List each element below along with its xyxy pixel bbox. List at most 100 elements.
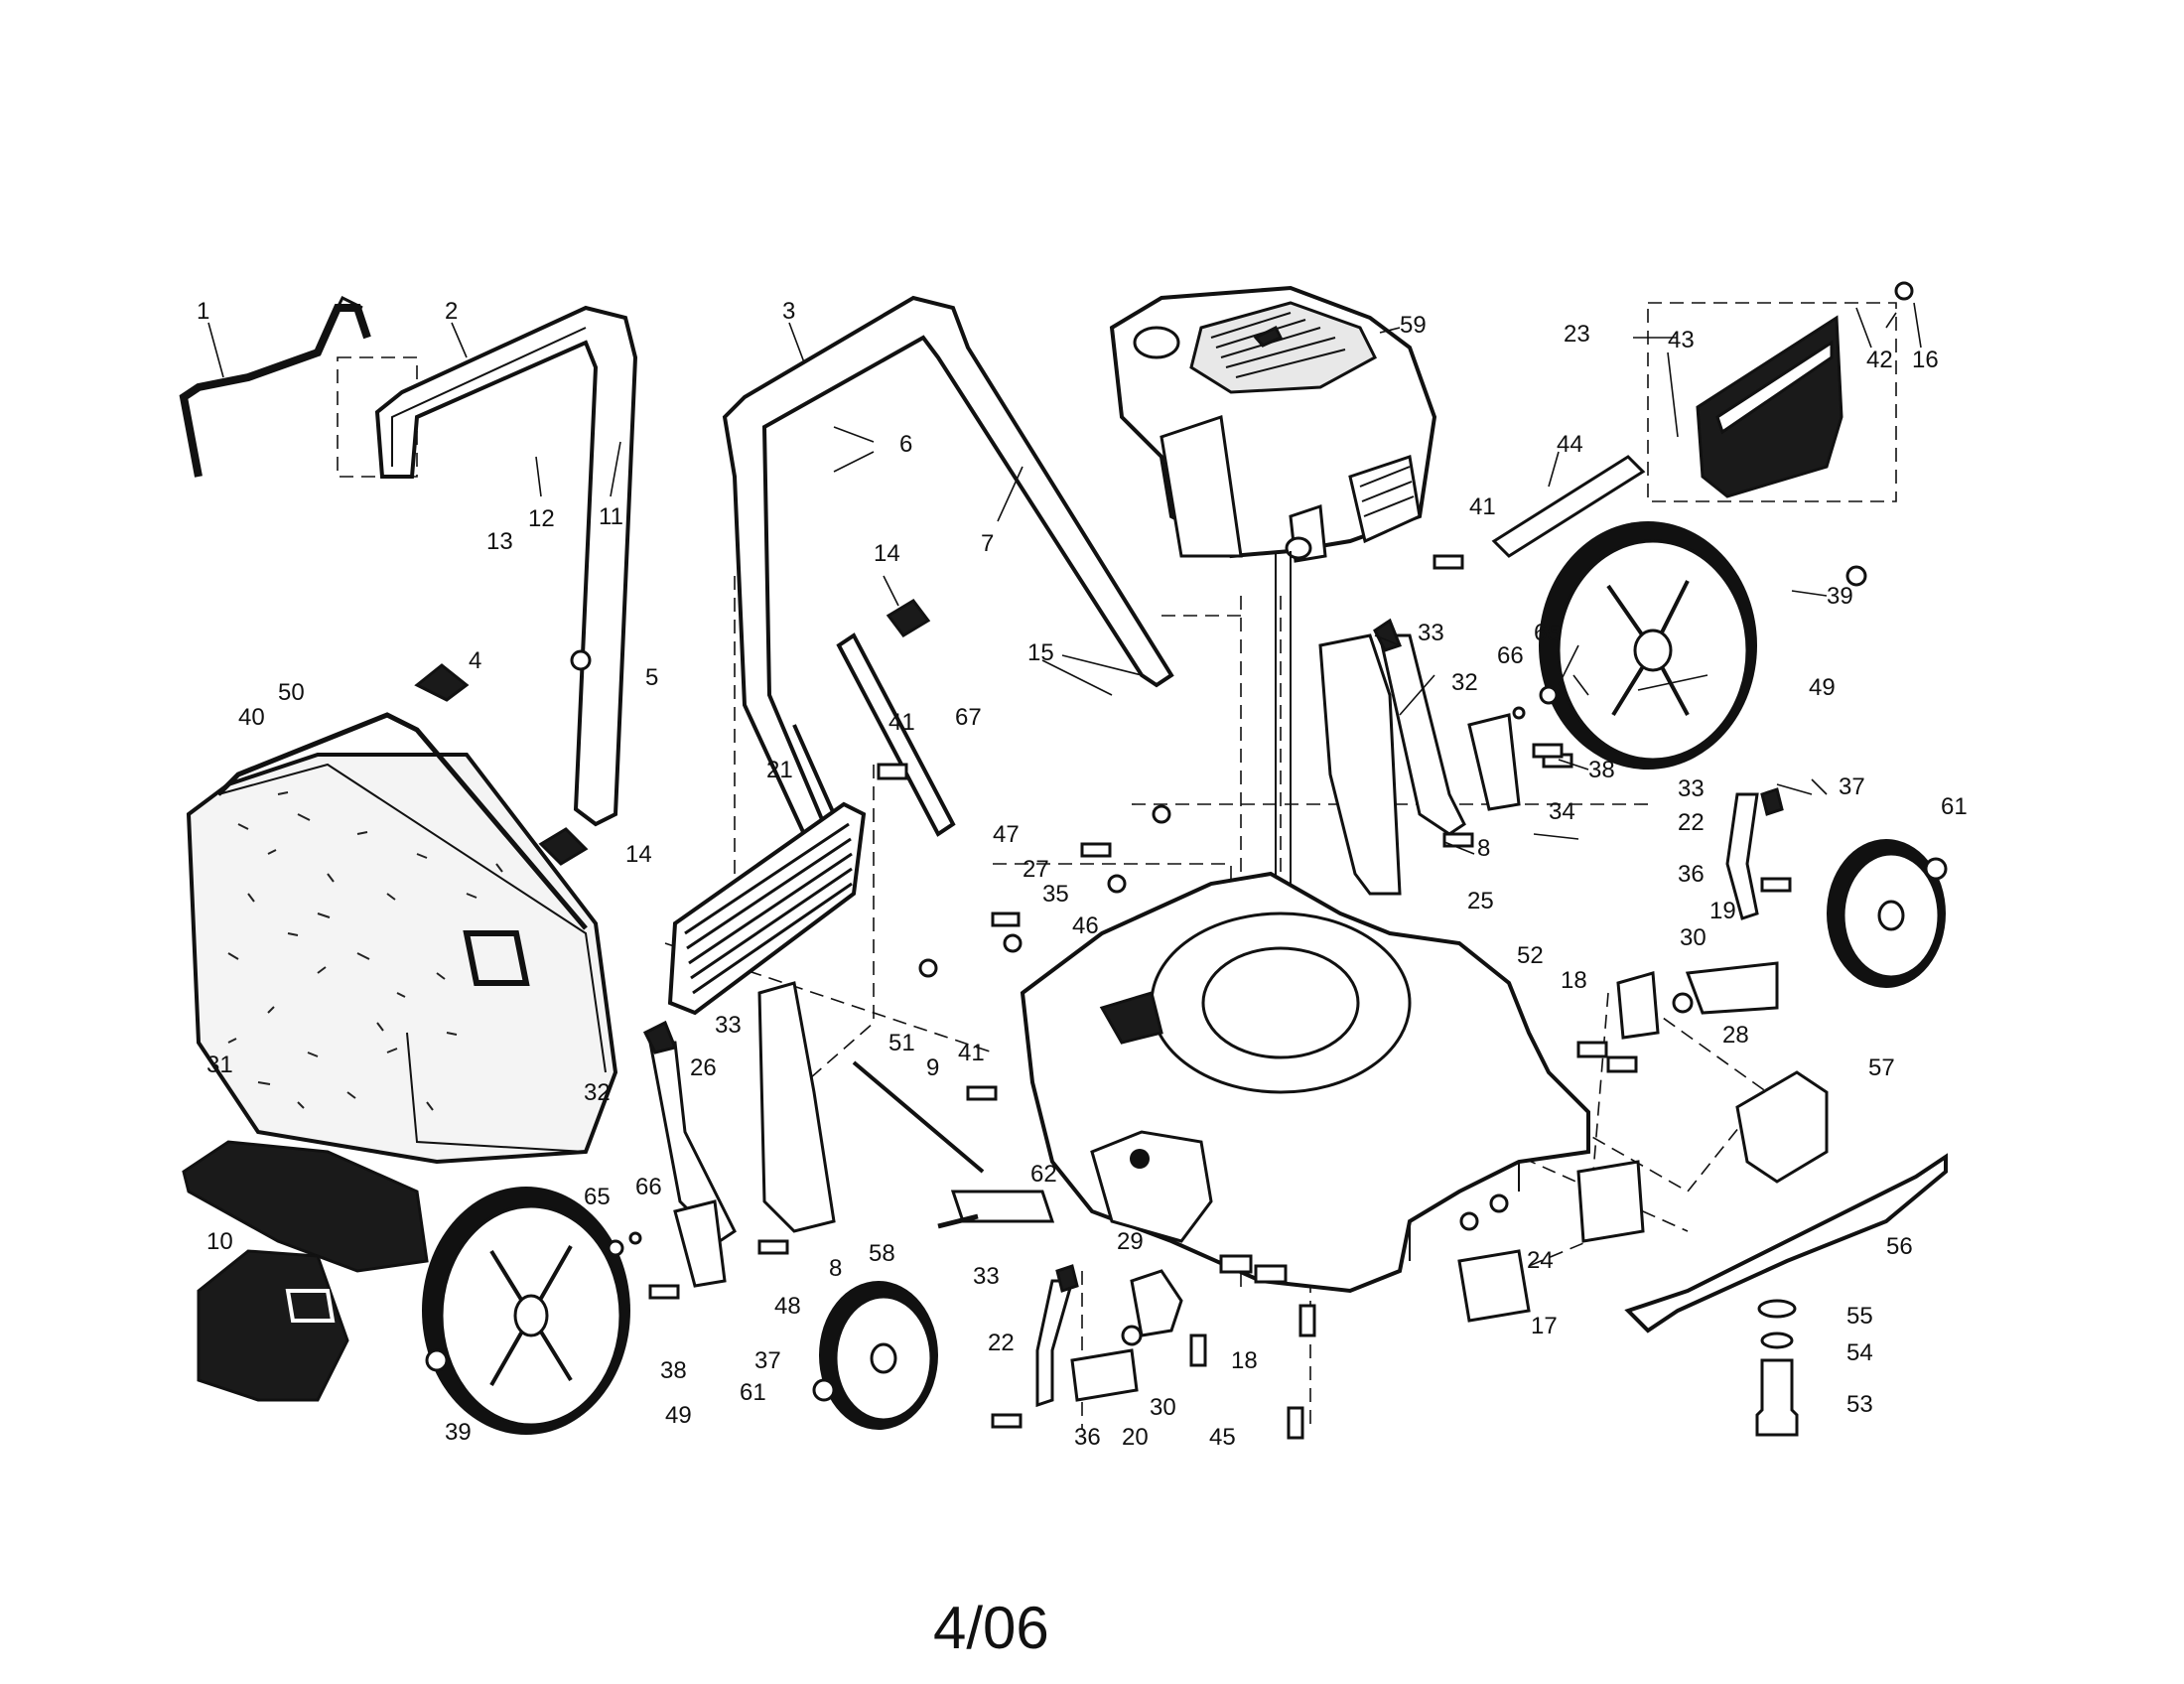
- blade-adapter: [1735, 1070, 1829, 1184]
- callout-14b: 14: [625, 841, 652, 868]
- adjuster-22-right: [1725, 792, 1759, 920]
- callout-46: 46: [1072, 912, 1099, 939]
- upper-handle-assembly: [179, 295, 1174, 837]
- callout-56: 56: [1886, 1233, 1913, 1260]
- callout-30b: 30: [1150, 1394, 1176, 1421]
- mulch-plug: [197, 1249, 349, 1402]
- height-plate-25: [1318, 633, 1402, 896]
- callout-61b: 61: [740, 1379, 766, 1406]
- callout-1: 1: [197, 298, 209, 325]
- callout-66: 66: [1497, 642, 1524, 669]
- chute-parts: [182, 801, 867, 1402]
- wheel-49-right: [1539, 521, 1757, 770]
- chute-deflector: [182, 1140, 429, 1273]
- callout-67: 67: [955, 704, 982, 731]
- callout-32: 32: [1451, 669, 1478, 696]
- bag-frame: [216, 712, 588, 930]
- callout-10: 10: [206, 1228, 233, 1255]
- callout-41b: 41: [888, 709, 915, 736]
- callout-34: 34: [1549, 798, 1575, 825]
- spring-58: [937, 1213, 979, 1229]
- callout-17: 17: [1531, 1313, 1558, 1339]
- callout-33: 33: [1418, 620, 1444, 646]
- callout-49: 49: [1809, 674, 1836, 701]
- callout-14: 14: [874, 540, 900, 567]
- rear-door: [1696, 315, 1843, 498]
- callout-48: 48: [774, 1293, 801, 1320]
- bracket-48: [673, 1199, 727, 1288]
- callout-55: 55: [1846, 1303, 1873, 1330]
- callout-13: 13: [486, 528, 513, 555]
- deck: [1020, 871, 1590, 1294]
- callout-43: 43: [1668, 327, 1695, 353]
- wheel-37-left: [819, 1281, 938, 1430]
- callout-4: 4: [469, 647, 481, 674]
- callout-47: 47: [993, 821, 1020, 848]
- bracket-34: [1467, 713, 1521, 811]
- lower-handle: [722, 295, 1174, 837]
- callout-36: 36: [1678, 861, 1705, 888]
- callout-37: 37: [1839, 773, 1865, 800]
- bracket-19: [1685, 961, 1779, 1015]
- wheel-49-left: [422, 1187, 630, 1435]
- callout-42: 42: [1866, 347, 1893, 373]
- callout-65: 65: [1534, 620, 1561, 646]
- callout-8b: 8: [829, 1255, 842, 1282]
- callout-44: 44: [1557, 431, 1583, 458]
- callout-5: 5: [645, 664, 658, 691]
- rear-door-assembly: [1457, 315, 1843, 1323]
- callout-2: 2: [445, 298, 458, 325]
- blade-assembly: [1624, 1070, 1948, 1437]
- callout-7: 7: [981, 530, 994, 557]
- callout-8: 8: [1477, 835, 1490, 862]
- callout-6: 6: [899, 431, 912, 458]
- callout-18b: 18: [1231, 1347, 1258, 1374]
- callout-28: 28: [1722, 1022, 1749, 1049]
- grass-bag-assembly: [186, 712, 618, 1165]
- control-bail: [179, 304, 371, 478]
- callout-52: 52: [1517, 942, 1544, 969]
- bolt-53: [1755, 1358, 1799, 1437]
- spring-plate-28: [1616, 971, 1660, 1040]
- callout-26: 26: [690, 1054, 717, 1081]
- callout-16: 16: [1912, 347, 1939, 373]
- callout-33b: 33: [1678, 775, 1705, 802]
- callout-38b: 38: [660, 1357, 687, 1384]
- callout-58: 58: [869, 1240, 895, 1267]
- callout-19: 19: [1709, 898, 1736, 924]
- callout-31: 31: [206, 1052, 233, 1078]
- callout-37b: 37: [754, 1347, 781, 1374]
- blade: [1624, 1153, 1948, 1333]
- callout-22: 22: [1678, 809, 1705, 836]
- callout-11: 11: [599, 503, 623, 530]
- callout-41: 41: [1469, 493, 1496, 520]
- axle-9: [950, 1190, 1055, 1223]
- callout-32b: 32: [584, 1079, 611, 1106]
- upper-handle: [374, 305, 638, 827]
- callout-39: 39: [1827, 583, 1853, 610]
- callout-54: 54: [1846, 1339, 1873, 1366]
- lever-32-left: [648, 1041, 737, 1243]
- callout-labels: 1 2 3 4 5 6 7 8 8 9 10 11 12 13 14 14 15…: [197, 298, 1968, 1451]
- callout-21: 21: [766, 757, 793, 783]
- callout-9: 9: [926, 1054, 939, 1081]
- callout-39b: 39: [445, 1419, 472, 1446]
- rod-44: [1491, 455, 1646, 558]
- leader-lines: [207, 302, 1922, 855]
- rear-flap: [667, 801, 867, 1016]
- plate-17b: [1576, 1160, 1645, 1243]
- callout-65b: 65: [584, 1184, 611, 1210]
- callout-22b: 22: [988, 1330, 1015, 1356]
- callout-38: 38: [1588, 757, 1615, 783]
- callout-24: 24: [1527, 1247, 1554, 1274]
- callout-66b: 66: [635, 1174, 662, 1200]
- washer-55: [1757, 1299, 1797, 1319]
- callout-27: 27: [1023, 856, 1049, 883]
- plate-17a: [1457, 1249, 1531, 1323]
- callout-53: 53: [1846, 1391, 1873, 1418]
- lever-32-right: [1378, 633, 1466, 836]
- callout-33d: 33: [973, 1263, 1000, 1290]
- callout-36b: 36: [1074, 1424, 1101, 1451]
- washer-54: [1760, 1332, 1794, 1349]
